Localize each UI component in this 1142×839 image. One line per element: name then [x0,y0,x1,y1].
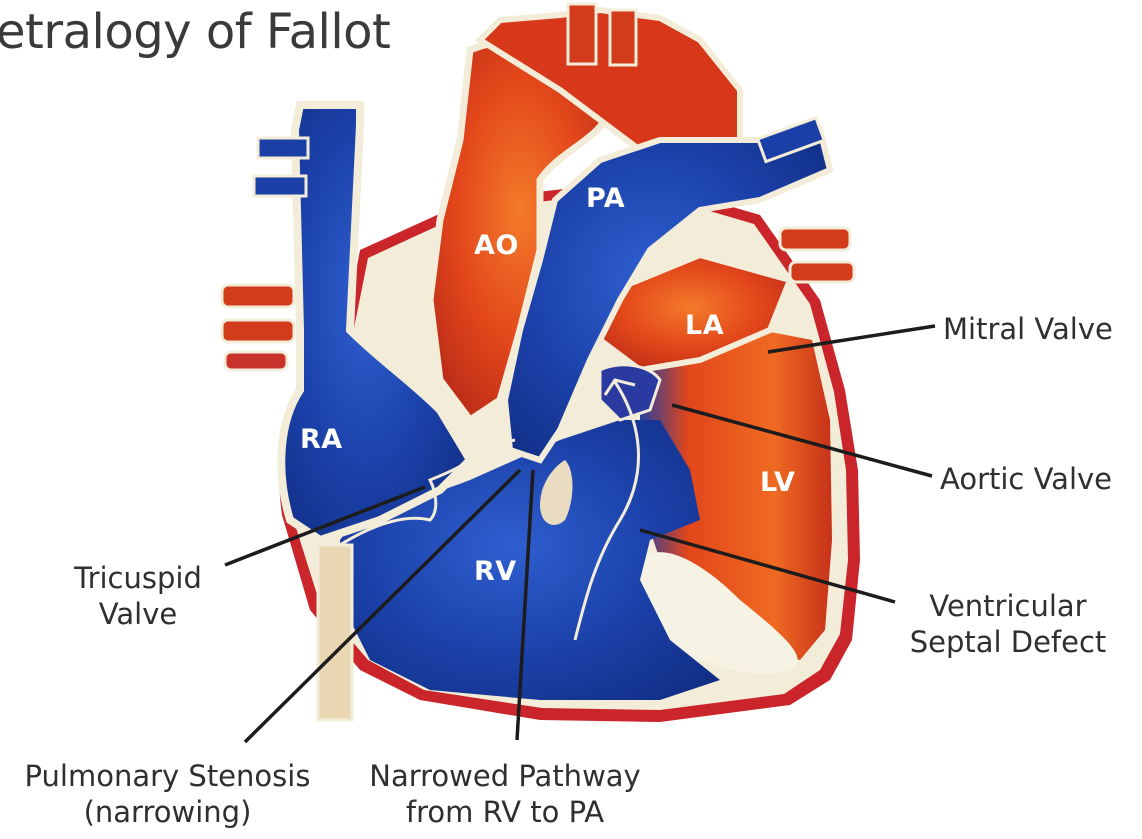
arch-branch-2 [610,10,636,65]
right-vessel-3 [225,352,287,370]
pulmonary-stenosis-label: Pulmonary Stenosis (narrowing) [0,758,335,830]
chamber-label-la: LA [685,310,724,341]
mitral-valve-label: Mitral Valve [943,311,1113,347]
right-vessel-2 [222,320,294,342]
narrowed-pathway-line-1: Narrowed Pathway [350,758,660,794]
pulmonary-vein-lower [790,262,854,282]
ventricular-septal-defect-label: Ventricular Septal Defect [908,588,1108,660]
vena-cava-branch-2 [254,176,306,196]
chamber-label-pa: PA [586,183,625,214]
chamber-label-ao: AO [474,230,519,261]
vena-cava-branch-1 [258,138,308,158]
tricuspid-valve-line-1: Tricuspid [48,560,228,596]
arch-branch-1 [568,4,596,64]
chamber-label-rv: RV [474,556,517,587]
ventricular-septal-defect-line-1: Ventricular [908,588,1108,624]
narrowed-pathway-line-2: from RV to PA [350,794,660,830]
aortic-valve-label: Aortic Valve [940,461,1112,497]
right-vessel-1 [222,285,294,307]
narrowed-pathway-label: Narrowed Pathway from RV to PA [350,758,660,830]
tricuspid-valve-label: Tricuspid Valve [48,560,228,632]
pulmonary-stenosis-line-1: Pulmonary Stenosis [0,758,335,794]
pulmonary-stenosis-line-2: (narrowing) [0,794,335,830]
ventricular-septal-defect-line-2: Septal Defect [908,624,1108,660]
chamber-label-lv: LV [760,467,795,498]
diagram-title: etralogy of Fallot [0,4,390,60]
pulmonary-vein-upper [780,228,850,250]
tricuspid-valve-line-2: Valve [48,596,228,632]
chamber-label-ra: RA [300,424,343,455]
inferior-vena-cava [318,545,352,720]
